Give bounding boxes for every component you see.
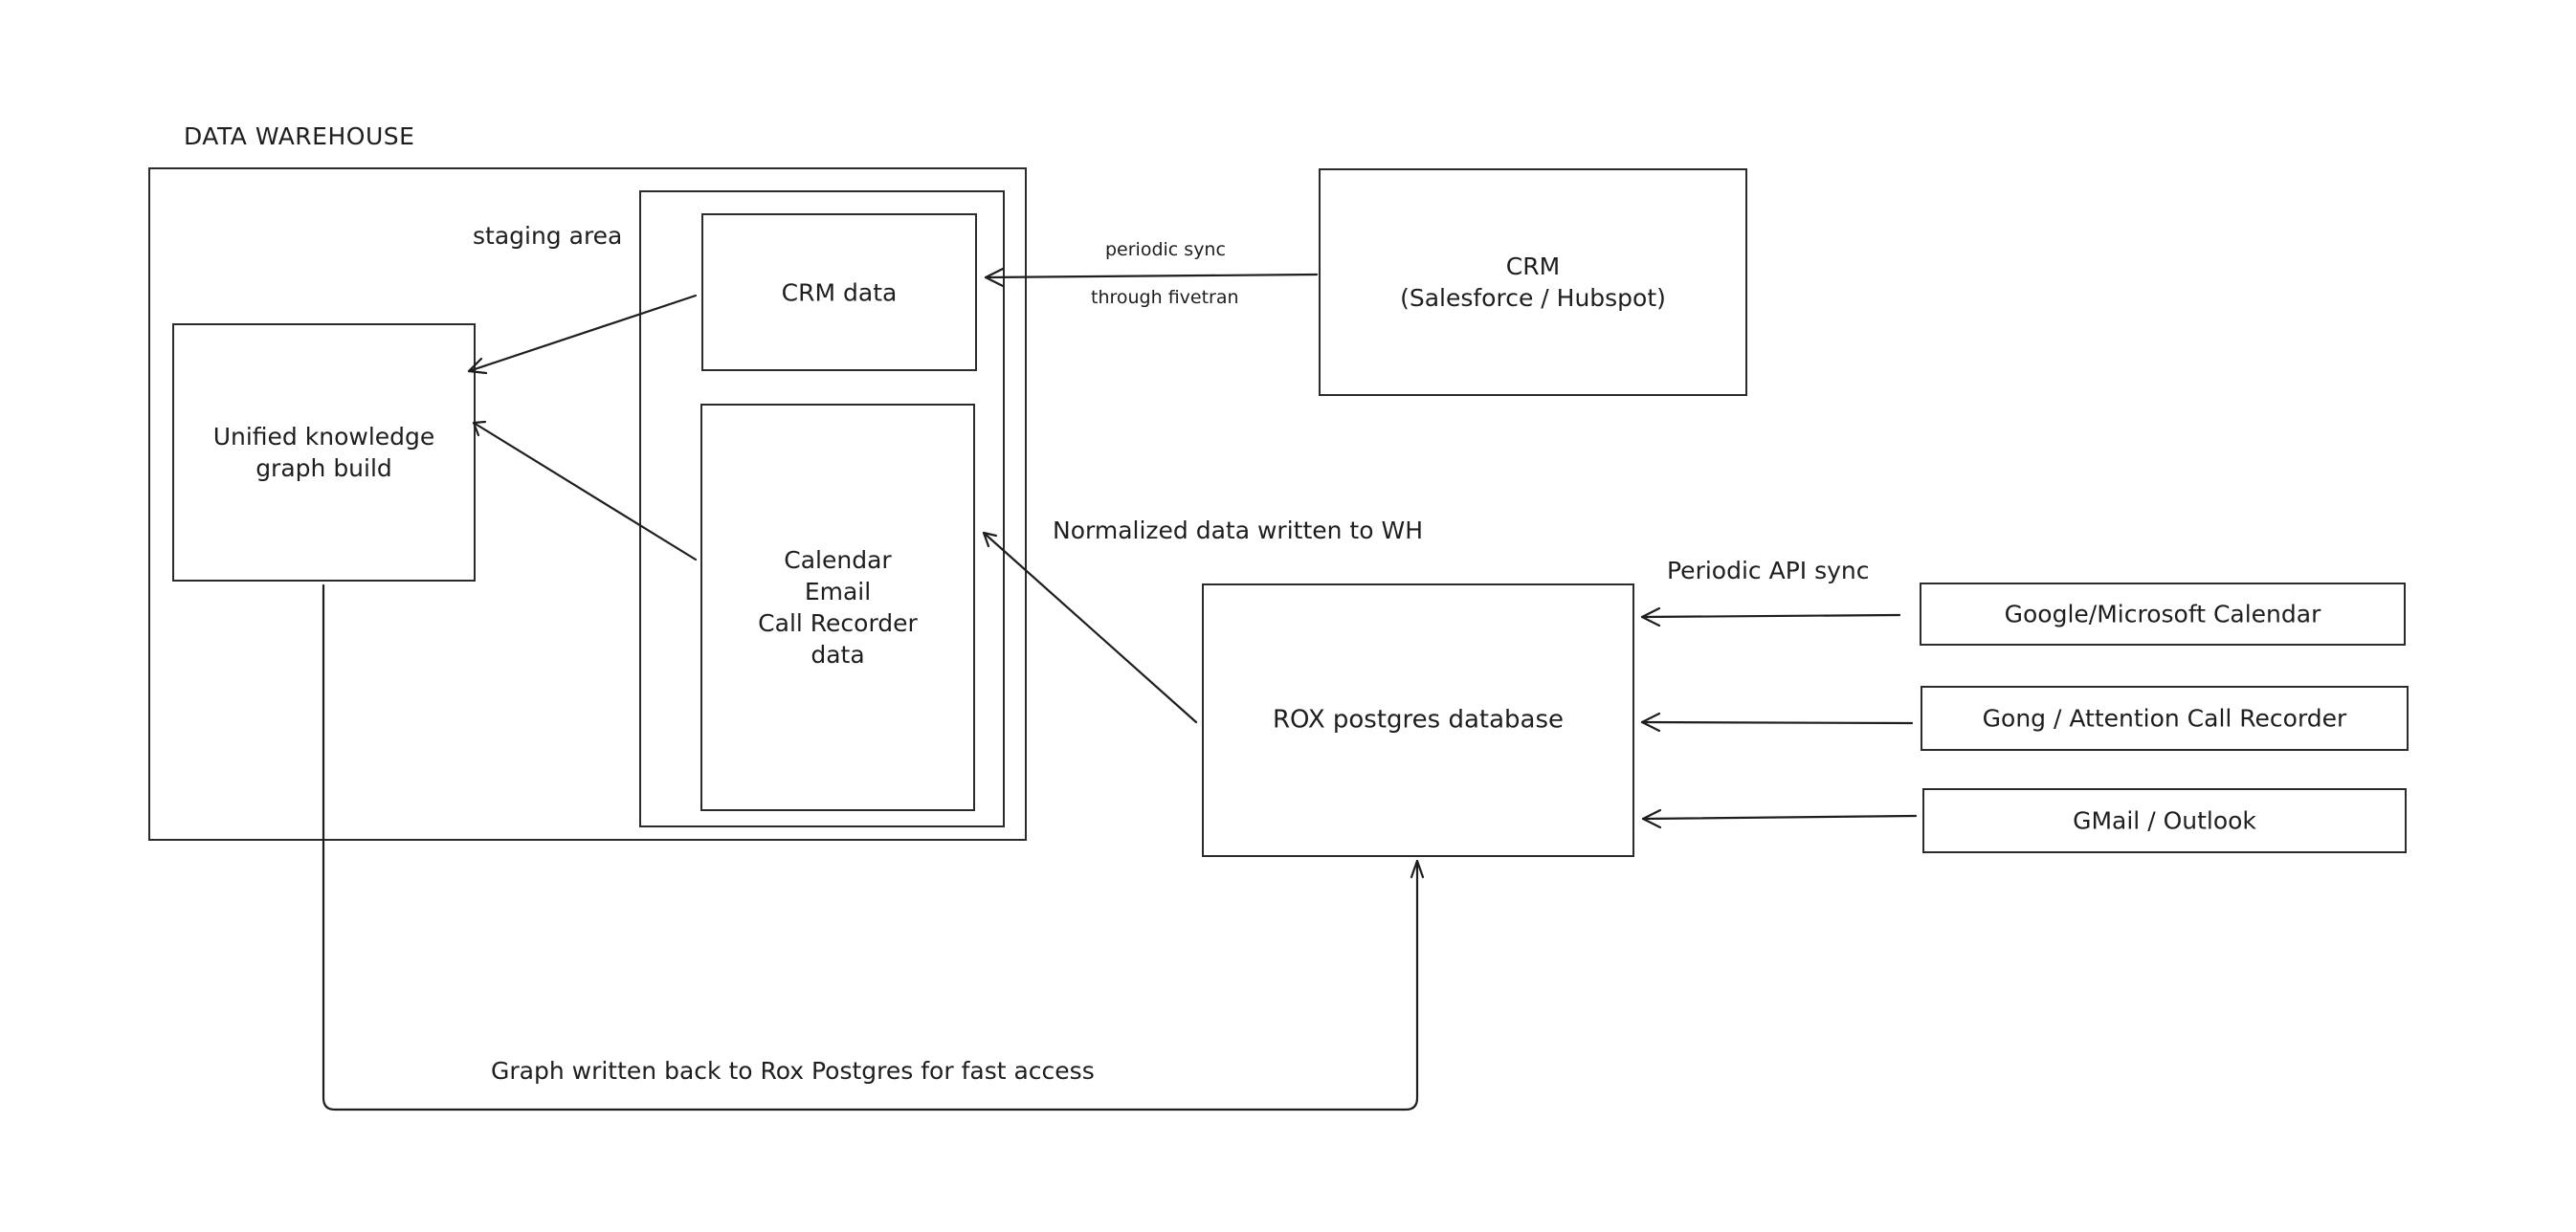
- edge-call-recorder-source-to-rox[interactable]: [1640, 712, 1914, 733]
- calendar-email-data-label: Calendar Email Call Recorder data: [758, 546, 918, 669]
- crm-sync-label-line2: through fivetran: [1091, 287, 1239, 308]
- call-recorder-source-node[interactable]: Gong / Attention Call Recorder: [1921, 686, 2409, 751]
- crm-source-node[interactable]: CRM (Salesforce / Hubspot): [1319, 168, 1747, 396]
- calendar-source-label: Google/Microsoft Calendar: [2004, 600, 2321, 628]
- graph-writeback-label: Graph written back to Rox Postgres for f…: [491, 1057, 1095, 1085]
- staging-area-label: staging area: [473, 222, 623, 250]
- staging-area-group[interactable]: [639, 190, 1005, 827]
- unified-knowledge-graph-label: Unified knowledge graph build: [212, 423, 435, 482]
- crm-data-node[interactable]: CRM data: [701, 213, 977, 371]
- rox-postgres-label: ROX postgres database: [1272, 705, 1565, 735]
- periodic-api-sync-label: Periodic API sync: [1667, 557, 1870, 584]
- calendar-source-node[interactable]: Google/Microsoft Calendar: [1920, 583, 2406, 646]
- email-source-node[interactable]: GMail / Outlook: [1922, 788, 2407, 853]
- edge-email-source-to-rox[interactable]: [1641, 808, 1918, 829]
- crm-source-label: CRM (Salesforce / Hubspot): [1400, 253, 1666, 312]
- unified-knowledge-graph-node[interactable]: Unified knowledge graph build: [172, 323, 476, 582]
- normalized-write-label: Normalized data written to WH: [1053, 517, 1423, 544]
- calendar-email-data-node[interactable]: Calendar Email Call Recorder data: [700, 404, 975, 811]
- data-warehouse-group[interactable]: [148, 167, 1027, 841]
- edge-crm-to-crm-data[interactable]: [984, 267, 1319, 288]
- data-warehouse-label: DATA WAREHOUSE: [184, 122, 415, 150]
- rox-postgres-node[interactable]: ROX postgres database: [1202, 583, 1634, 857]
- edge-calendar-source-to-rox[interactable]: [1640, 606, 1901, 627]
- call-recorder-source-label: Gong / Attention Call Recorder: [1982, 704, 2347, 733]
- crm-data-label: CRM data: [781, 278, 898, 306]
- crm-sync-label-line1: periodic sync: [1105, 239, 1226, 260]
- email-source-label: GMail / Outlook: [2073, 806, 2256, 835]
